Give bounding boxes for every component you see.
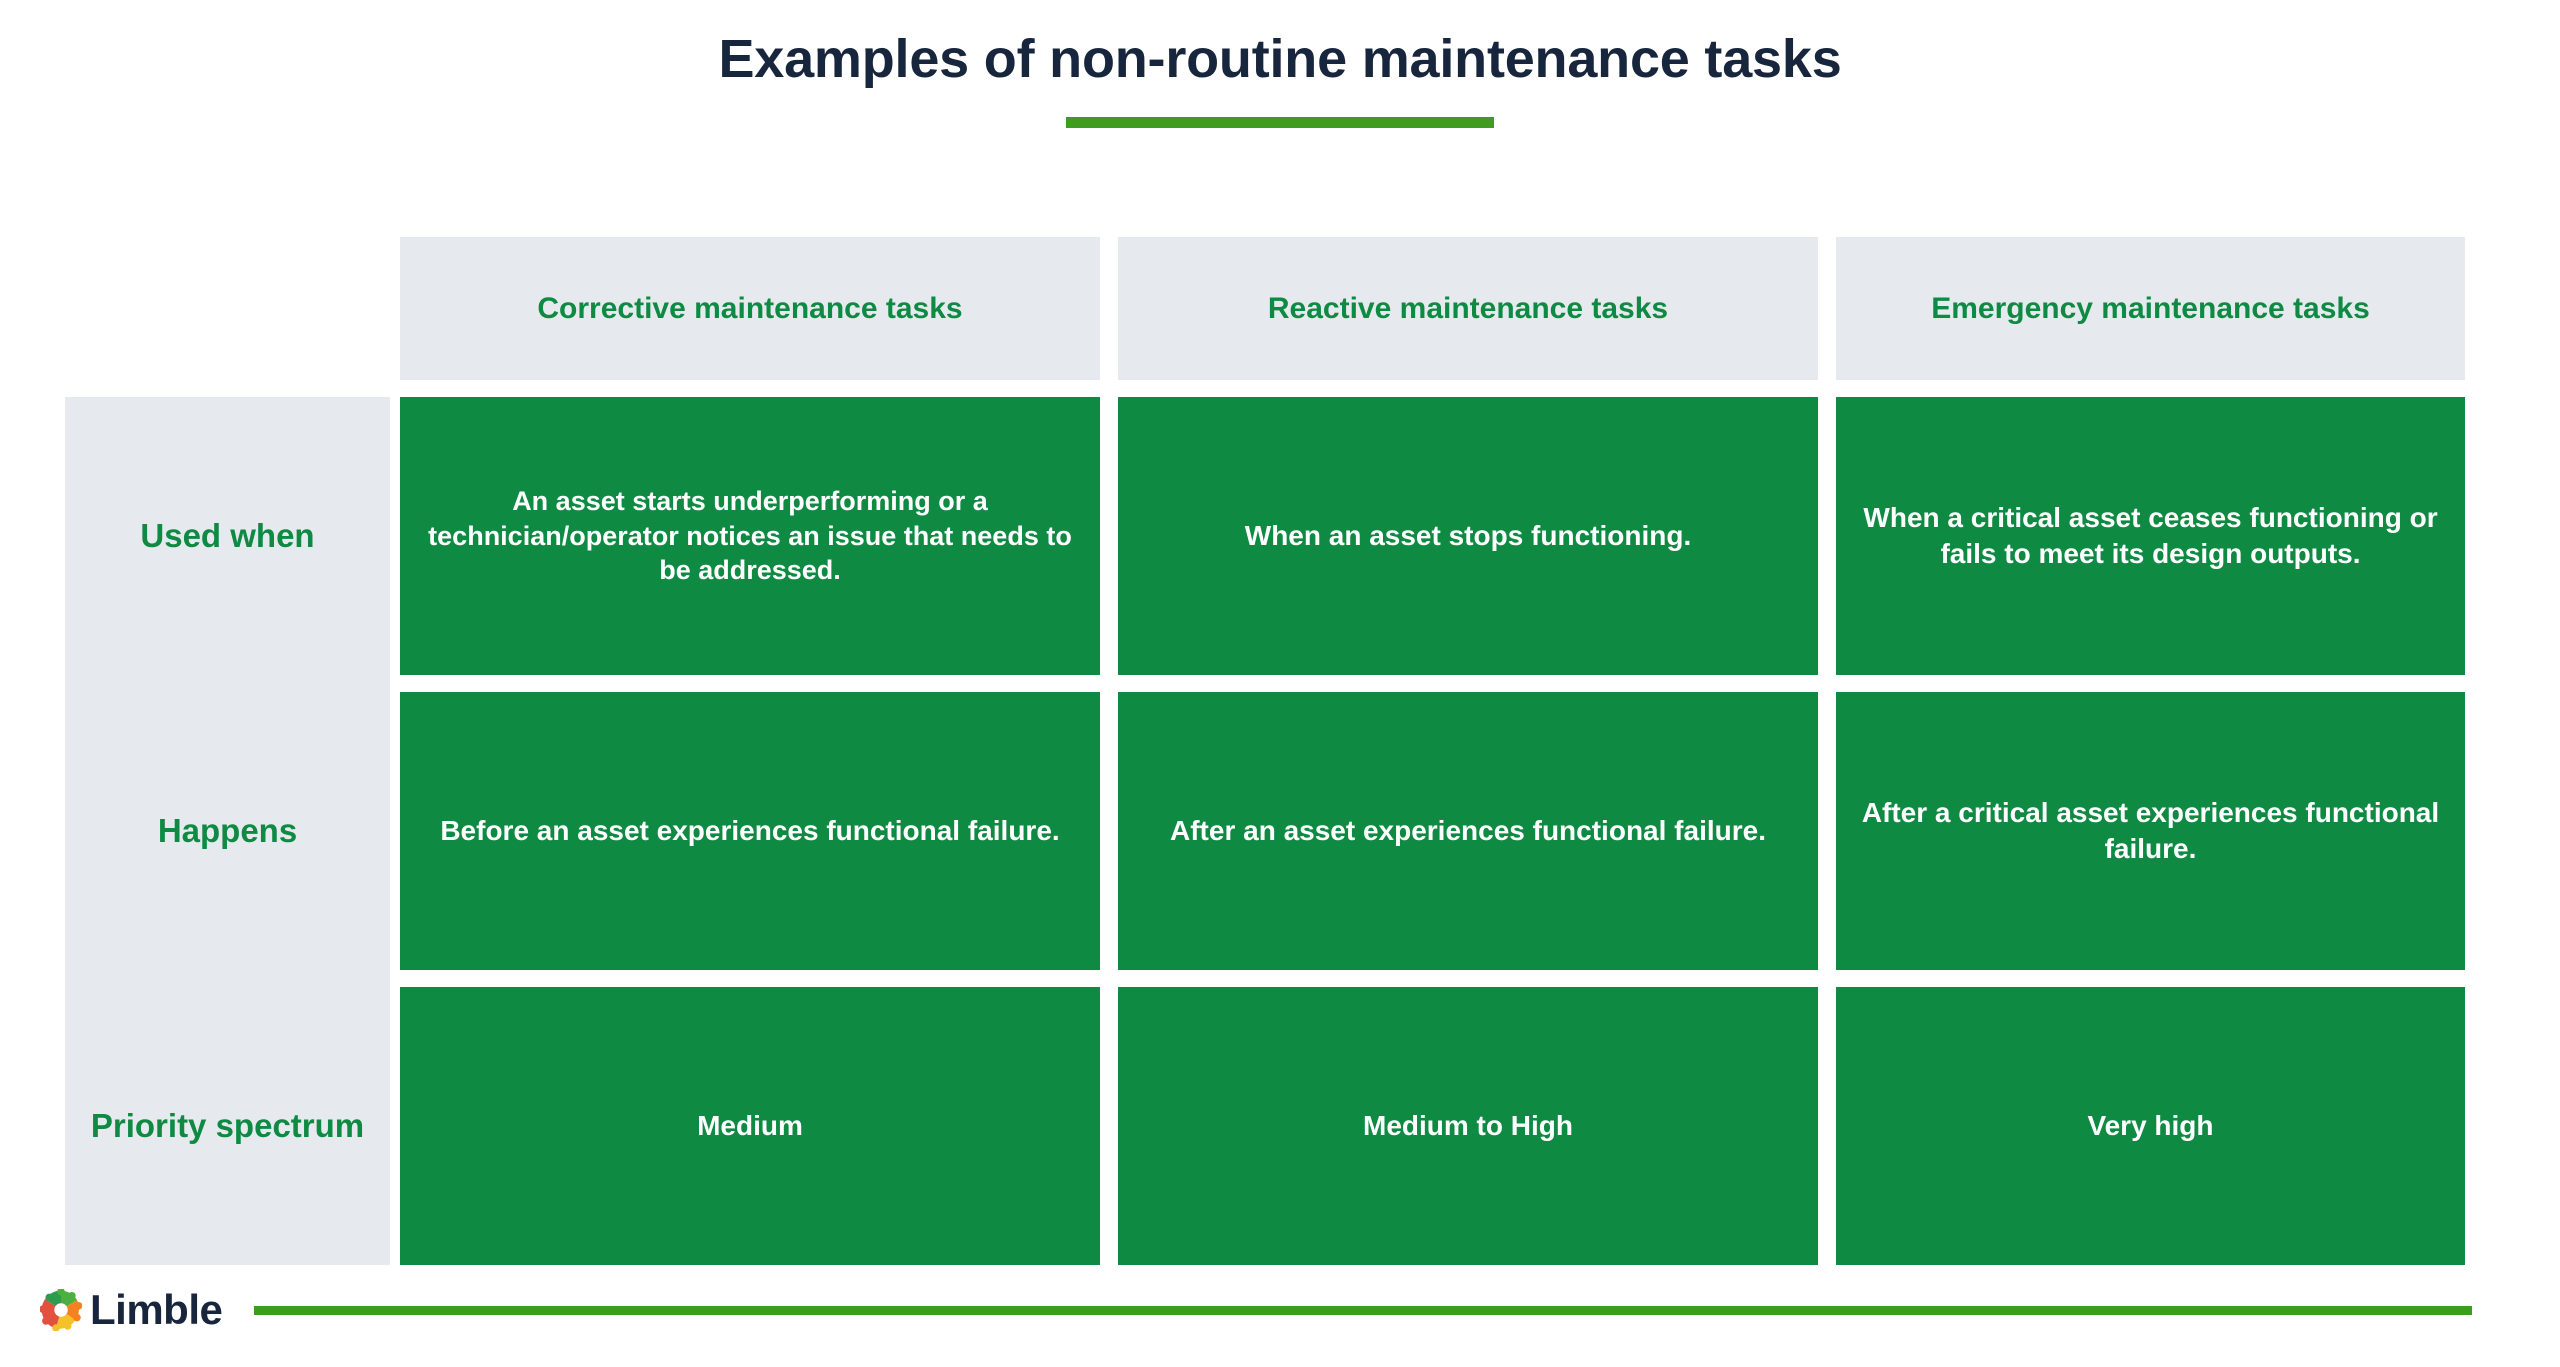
row-label-gap — [65, 675, 390, 692]
column-header-emergency: Emergency maintenance tasks — [1836, 237, 2465, 380]
grid-gap — [1818, 397, 1836, 675]
grid-gap — [400, 675, 1100, 692]
row-label-used-when: Used when — [140, 517, 315, 555]
grid-gap — [390, 237, 400, 380]
limble-logo: Limble — [39, 1286, 223, 1333]
limble-gear-icon — [39, 1287, 83, 1332]
grid-gap — [390, 380, 400, 397]
footer: Limble — [39, 1280, 2520, 1340]
grid-gap — [1836, 970, 2465, 987]
grid-gap — [1100, 675, 1118, 692]
grid-gap — [1100, 970, 1118, 987]
cell-priority-corrective: Medium — [400, 987, 1100, 1265]
limble-wordmark: Limble — [90, 1286, 223, 1333]
grid-gap — [1118, 380, 1818, 397]
cell-priority-emergency: Very high — [1836, 987, 2465, 1265]
grid-gap — [390, 987, 400, 1265]
grid-gap — [1118, 970, 1818, 987]
cell-used-when-emergency: When a critical asset ceases functioning… — [1836, 397, 2465, 675]
comparison-matrix: Corrective maintenance tasks Reactive ma… — [65, 237, 2465, 1265]
grid-gap — [1818, 237, 1836, 380]
title-underline-accent — [1066, 117, 1494, 129]
column-header-reactive: Reactive maintenance tasks — [1118, 237, 1818, 380]
cell-happens-reactive: After an asset experiences functional fa… — [1118, 692, 1818, 970]
page-title: Examples of non-routine maintenance task… — [718, 29, 1842, 89]
grid-gap — [1100, 987, 1118, 1265]
footer-accent-rule — [254, 1305, 2472, 1315]
grid-gap — [1836, 675, 2465, 692]
grid-gap — [1118, 675, 1818, 692]
cell-used-when-corrective: An asset starts underperforming or a tec… — [400, 397, 1100, 675]
grid-gap — [390, 675, 400, 692]
cell-priority-reactive: Medium to High — [1118, 987, 1818, 1265]
grid-gap — [1818, 987, 1836, 1265]
grid-gap — [1818, 675, 1836, 692]
cell-used-when-reactive: When an asset stops functioning. — [1118, 397, 1818, 675]
grid-gap — [1100, 397, 1118, 675]
title-block: Examples of non-routine maintenance task… — [0, 29, 2560, 129]
grid-gap — [1100, 380, 1118, 397]
column-header-corrective: Corrective maintenance tasks — [400, 237, 1100, 380]
row-label-happens: Happens — [157, 812, 298, 850]
grid-gap — [65, 380, 390, 397]
grid-gap — [390, 970, 400, 987]
row-label-column: Used when Happens Priority spectrum — [65, 397, 390, 1265]
cell-happens-corrective: Before an asset experiences functional f… — [400, 692, 1100, 970]
grid-gap — [400, 970, 1100, 987]
grid-gap — [390, 692, 400, 970]
grid-gap — [1836, 380, 2465, 397]
grid-gap — [390, 397, 400, 675]
row-label-gap — [65, 970, 390, 987]
grid-gap — [1100, 692, 1118, 970]
cell-happens-emergency: After a critical asset experiences funct… — [1836, 692, 2465, 970]
grid-gap — [1818, 692, 1836, 970]
row-label-priority-spectrum: Priority spectrum — [90, 1107, 365, 1145]
matrix-corner-spacer — [65, 237, 390, 380]
grid-gap — [1100, 237, 1118, 380]
grid-gap — [400, 380, 1100, 397]
grid-gap — [1818, 970, 1836, 987]
grid-gap — [1818, 380, 1836, 397]
